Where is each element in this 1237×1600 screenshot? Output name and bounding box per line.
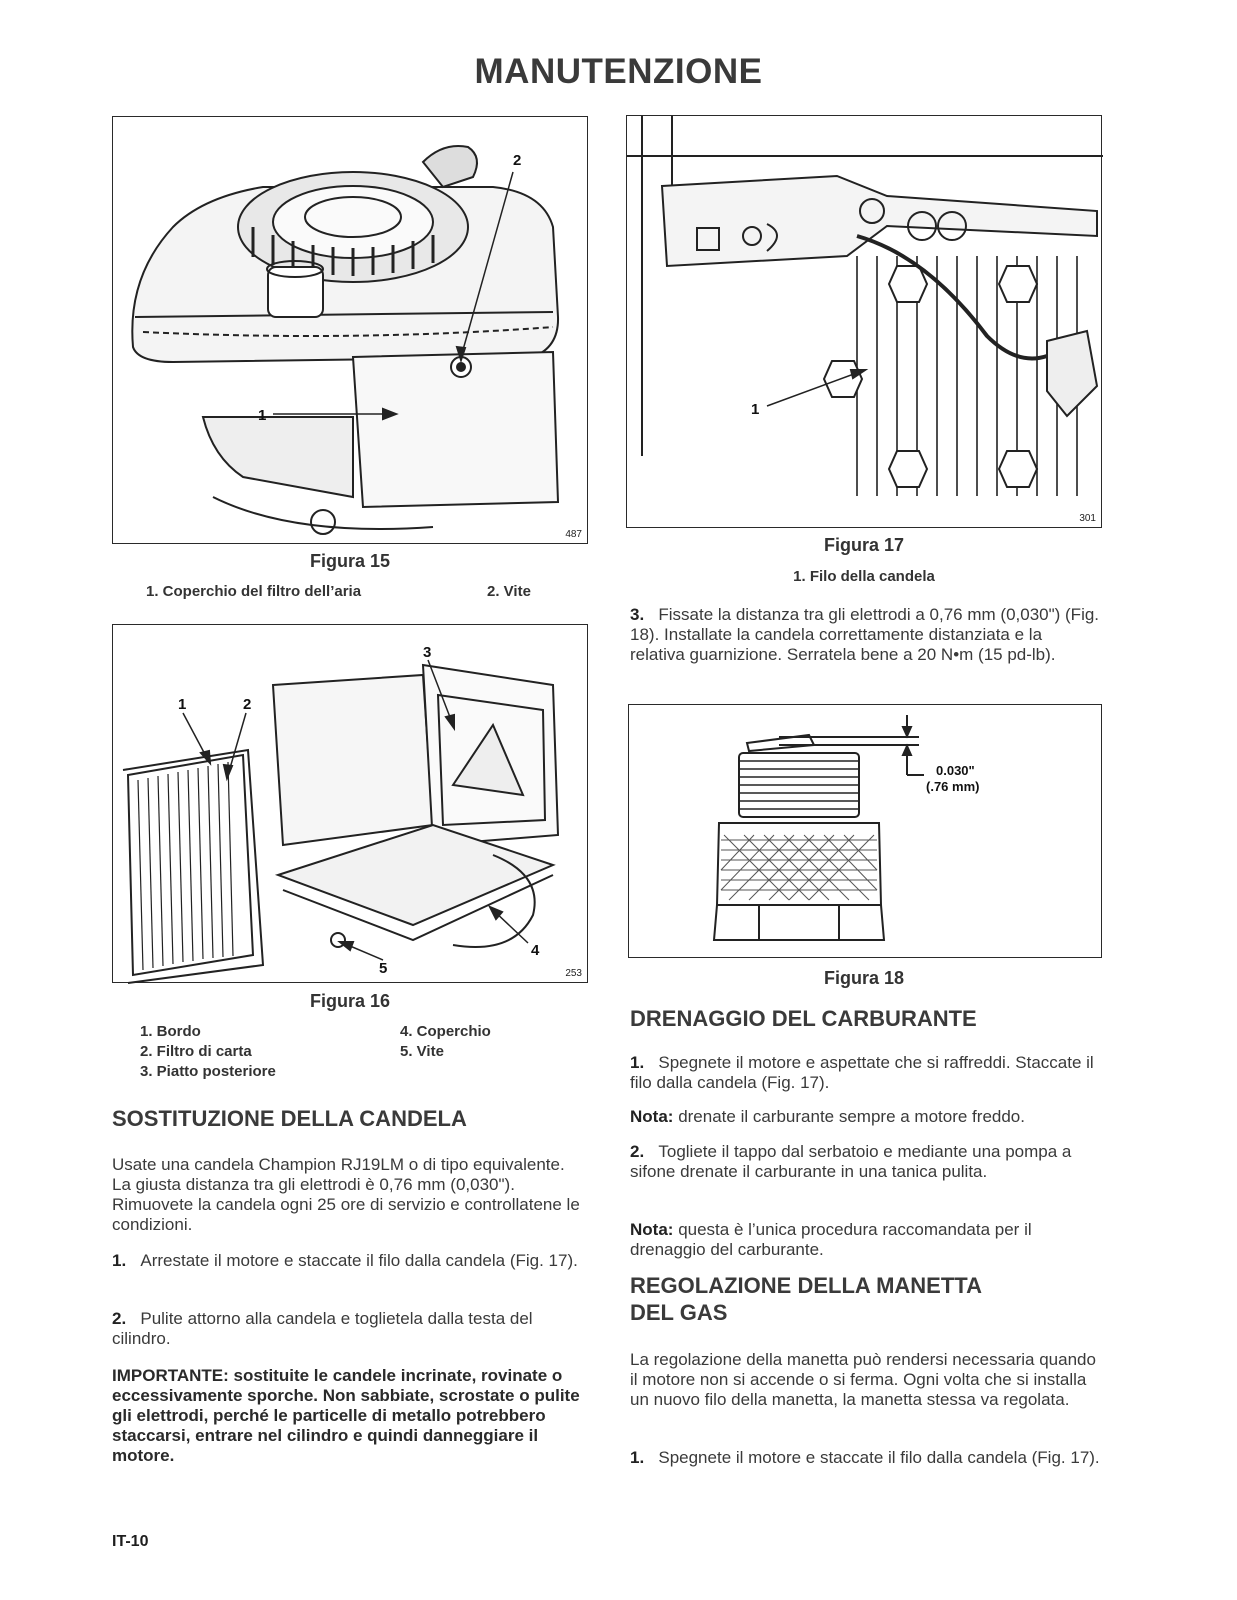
callout-3: 3: [423, 644, 431, 661]
gap-inches: 0.030": [936, 763, 975, 778]
throttle-heading-line-2: DEL GAS: [630, 1300, 728, 1325]
step-text: Togliete il tappo dal serbatoio e median…: [630, 1142, 1072, 1181]
step-text: Pulite attorno alla candela e toglietela…: [112, 1309, 533, 1348]
figure-16-caption: Figura 16: [309, 991, 391, 1011]
step-number: 1.: [630, 1053, 645, 1072]
step-number: 3.: [630, 605, 645, 624]
step-number: 2.: [630, 1142, 645, 1161]
callout-1: 1: [178, 696, 186, 713]
note-text: questa è l’unica procedura raccomandata …: [630, 1220, 1032, 1259]
drain-step-1: 1. Spegnete il motore e aspettate che si…: [630, 1053, 1100, 1093]
spark-plug-wire-illustration: 1: [627, 116, 1103, 496]
spark-step-3: 3. Fissate la distanza tra gli elettrodi…: [630, 605, 1100, 665]
figure-15-legend-1: 1. Coperchio del filtro dell’aria: [146, 583, 362, 600]
figure-number: 253: [565, 968, 582, 979]
step-text: Arrestate il motore e staccate il filo d…: [140, 1251, 578, 1270]
spark-plug-intro: Usate una candela Champion RJ19LM o di t…: [112, 1155, 580, 1234]
spark-plug-heading: SOSTITUZIONE DELLA CANDELA: [112, 1106, 467, 1131]
figure-15: 1 2 487: [112, 116, 588, 544]
figure-number: 487: [565, 529, 582, 540]
figure-15-legend-2: 2. Vite: [487, 583, 531, 600]
note-label: Nota:: [630, 1107, 674, 1126]
figure-16-legend-5: 5. Vite: [400, 1043, 444, 1060]
figure-17-caption: Figura 17: [823, 535, 905, 555]
spark-plug-gap-illustration: 0.030" (.76 mm): [712, 715, 979, 941]
air-filter-illustration: 1 2 3 4 5: [122, 644, 560, 984]
throttle-step-1: 1. Spegnete il motore e staccate il filo…: [630, 1448, 1100, 1468]
step-number: 2.: [112, 1309, 127, 1328]
note-label: Nota:: [630, 1220, 674, 1239]
drain-step-2: 2. Togliete il tappo dal serbatoio e med…: [630, 1142, 1100, 1182]
figure-16-legend-3: 3. Piatto posteriore: [140, 1063, 276, 1080]
figure-16-legend-4: 4. Coperchio: [400, 1023, 491, 1040]
figure-number: 301: [1079, 513, 1096, 524]
step-text: Spegnete il motore e staccate il filo da…: [658, 1448, 1100, 1467]
callout-5: 5: [379, 960, 387, 977]
fuel-drain-heading: DRENAGGIO DEL CARBURANTE: [630, 1006, 977, 1031]
callout-2: 2: [243, 696, 251, 713]
figure-17-legend-1: 1. Filo della candela: [793, 568, 935, 585]
figure-16-legend-1: 1. Bordo: [140, 1023, 201, 1040]
figure-18-caption: Figura 18: [823, 968, 905, 988]
note-text: drenate il carburante sempre a motore fr…: [678, 1107, 1025, 1126]
important-warning: IMPORTANTE: sostituite le candele incrin…: [112, 1366, 580, 1465]
drain-note-1: Nota: drenate il carburante sempre a mot…: [630, 1107, 1100, 1127]
throttle-heading-line-1: REGOLAZIONE DELLA MANETTA: [630, 1273, 982, 1298]
spark-step-2: 2. Pulite attorno alla candela e togliet…: [112, 1309, 582, 1349]
figure-18: 0.030" (.76 mm): [628, 704, 1102, 958]
figure-16-legend-2: 2. Filtro di carta: [140, 1043, 252, 1060]
step-number: 1.: [112, 1251, 127, 1270]
callout-1: 1: [258, 407, 266, 424]
page-number: IT-10: [112, 1533, 149, 1550]
spark-step-1: 1. Arrestate il motore e staccate il fil…: [112, 1251, 582, 1271]
drain-note-2: Nota: questa è l’unica procedura raccoma…: [630, 1220, 1100, 1260]
figure-17: 1 301: [626, 115, 1103, 528]
page-title: MANUTENZIONE: [474, 52, 763, 91]
figure-16: 1 2 3 4 5 253: [112, 624, 588, 984]
step-text: Spegnete il motore e aspettate che si ra…: [630, 1053, 1094, 1092]
throttle-intro: La regolazione della manetta può renders…: [630, 1350, 1096, 1409]
throttle-heading: REGOLAZIONE DELLA MANETTA DEL GAS: [630, 1272, 982, 1326]
engine-illustration: 1 2: [131, 145, 560, 535]
callout-1: 1: [751, 401, 759, 418]
figure-15-caption: Figura 15: [309, 551, 391, 571]
step-number: 1.: [630, 1448, 645, 1467]
step-text: Fissate la distanza tra gli elettrodi a …: [630, 605, 1100, 664]
callout-4: 4: [531, 942, 540, 959]
gap-mm: (.76 mm): [926, 779, 979, 794]
callout-2: 2: [513, 152, 521, 169]
